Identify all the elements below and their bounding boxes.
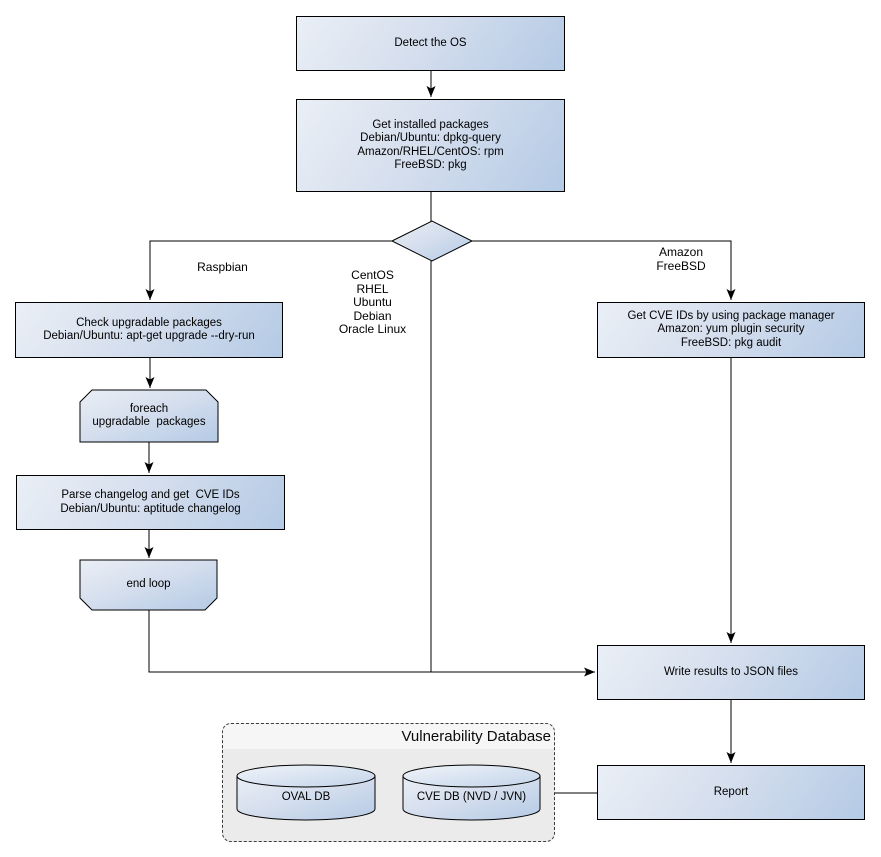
node-write-results: Write results to JSON files [597,645,865,700]
node-get-cve-ids-line: FreeBSD: pkg audit [680,336,782,349]
oval-db-label: OVAL DB [237,780,375,814]
decision-shape [390,220,474,262]
node-parse-changelog-line: Debian/Ubuntu: aptitude changelog [60,502,241,515]
edge-label-raspbian-text: Raspbian [197,260,248,274]
node-foreach-loop-line: upgradable packages [92,416,206,428]
node-detect-os-label: Detect the OS [394,36,467,49]
node-report-line: Report [713,785,749,798]
node-foreach-loop-line: foreach [129,402,169,415]
database-cylinders [236,764,541,821]
node-check-upgradable-line: Debian/Ubuntu: apt-get upgrade --dry-run [43,330,255,342]
edge-decision-to-check [145,240,392,300]
node-write-results-line: Write results to JSON files [664,665,798,678]
edge-label-middle-os-line: CentOS [351,268,394,282]
edge-decision-to-getcve [472,240,736,300]
cve-db-label: CVE DB (NVD / JVN) [403,780,540,814]
node-foreach-loop: foreach upgradable packages [80,390,218,442]
node-get-installed-packages-line: Debian/Ubuntu: dpkg-query [360,132,501,144]
node-parse-changelog: Parse changelog and get CVE IDs Debian/U… [16,475,285,530]
node-get-cve-ids: Get CVE IDs by using package manager Ama… [597,302,865,358]
connectors [144,71,736,794]
edge-label-right-os-line: FreeBSD [656,258,706,273]
vulnerability-database-header: Vulnerability Database [223,724,554,749]
node-get-cve-ids-line: Amazon: yum plugin security [657,323,805,336]
loop-shapes [79,389,219,611]
vulnerability-database-title: Vulnerability Database [401,728,551,745]
node-get-installed-packages-line: FreeBSD: pkg [394,159,467,171]
node-detect-os: Detect the OS [296,16,565,71]
edge-label-middle-os-line: Oracle Linux [338,322,407,336]
edge-label-middle-os-line: Debian [353,308,392,323]
node-report: Report [597,765,865,820]
node-parse-changelog-line: Parse changelog and get CVE IDs [61,489,240,501]
node-get-installed-packages-line: Amazon/RHEL/CentOS: rpm [357,145,504,158]
oval-db-label-text: OVAL DB [281,791,331,803]
edge-label-right-os-line: Amazon [658,245,704,259]
edge-label-middle-os-line: Ubuntu [353,295,392,309]
node-check-upgradable: Check upgradable packages Debian/Ubuntu:… [15,302,283,358]
cve-db-label-text: CVE DB (NVD / JVN) [416,791,527,803]
oval-db-cylinder [236,776,376,821]
edge-label-middle-os: CentOS RHEL Ubuntu Debian Oracle Linux [320,268,425,337]
cve-db-cylinder [402,776,541,821]
node-end-loop-line: end loop [126,578,171,591]
node-check-upgradable-line: Check upgradable packages [76,316,222,329]
cve-db-cylinder-top [402,764,541,788]
os-decision-diamond [390,220,474,262]
foreach-loop-shape [79,389,219,443]
node-end-loop: end loop [80,560,217,610]
end-loop-shape [79,559,218,611]
edge-endloop-to-write [148,610,595,677]
node-get-installed-packages: Get installed packages Debian/Ubuntu: dp… [296,99,565,192]
edge-label-right-os: Amazon FreeBSD [635,245,727,273]
node-get-installed-packages-line: Get installed packages [372,118,489,131]
node-get-cve-ids-line: Get CVE IDs by using package manager [627,309,835,322]
edge-label-raspbian: Raspbian [170,260,275,275]
edge-label-middle-os-line: RHEL [356,281,389,296]
oval-db-cylinder-top [236,764,376,788]
